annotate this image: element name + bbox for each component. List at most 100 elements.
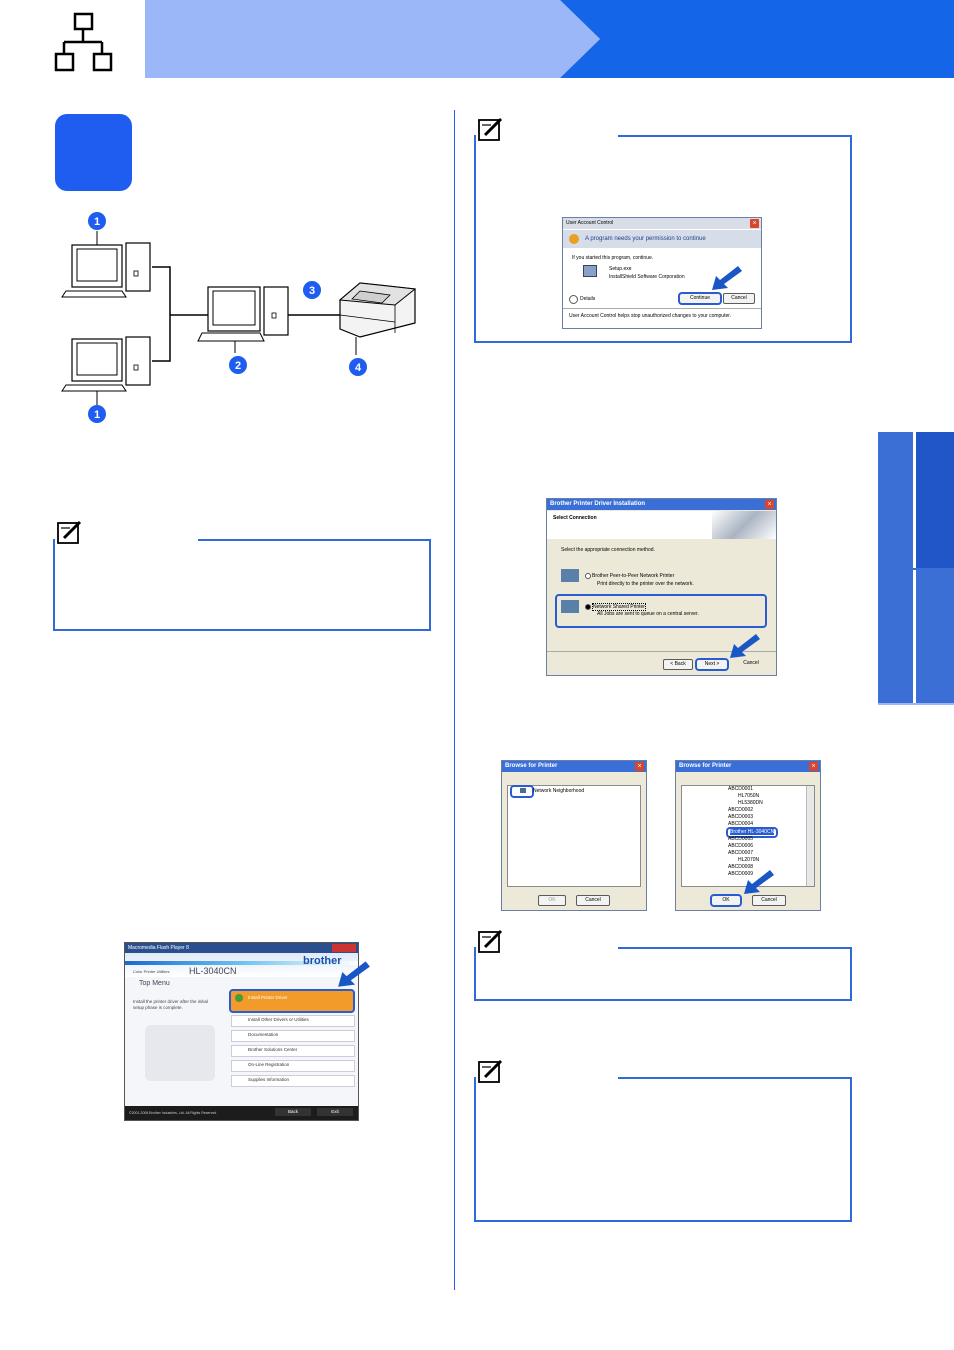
browse2-item-4[interactable]: ABCD0003 <box>728 814 754 820</box>
computer-icon-top <box>61 231 151 298</box>
header-graphic <box>712 511 776 539</box>
note-box-left <box>53 539 431 631</box>
browse2-item-11[interactable]: ABCD0008 <box>728 864 754 870</box>
callout-4-label: 4 <box>355 362 362 374</box>
callout-1-bottom <box>88 405 106 423</box>
ok-button[interactable]: OK <box>710 894 742 907</box>
printer-image <box>145 1025 215 1081</box>
note-box-left-top <box>198 539 429 541</box>
browse2-item-8[interactable]: ABCD0006 <box>728 843 754 849</box>
window-controls[interactable] <box>332 944 356 952</box>
column-divider <box>454 110 455 1290</box>
flash-item-1[interactable]: Install Other Drivers or Utilities <box>248 1017 309 1022</box>
install-opt1-desc: Print directly to the printer over the n… <box>597 581 694 587</box>
close-icon[interactable]: × <box>750 219 759 228</box>
printer-icon <box>338 282 417 355</box>
callout-2 <box>229 356 247 374</box>
network-diagram: 1 2 3 4 1 <box>60 205 430 427</box>
browse2-item-1[interactable]: HL7050N <box>738 793 760 799</box>
header-arrow <box>560 0 600 78</box>
menu-title: Top Menu <box>139 980 170 987</box>
side-tab-line <box>878 703 954 705</box>
browse2-item-2[interactable]: HL5380DN <box>738 800 763 806</box>
browse2-selected-item[interactable]: Brother HL-3040CN <box>726 827 779 838</box>
setup-icon <box>583 265 597 277</box>
uac-publisher: InstallShield Software Corporation <box>609 274 685 280</box>
browse2-item-12[interactable]: ABCD0009 <box>728 871 754 877</box>
server-icon <box>197 286 289 353</box>
network-printer-icon <box>561 569 579 582</box>
cancel-button[interactable]: Cancel <box>743 660 759 666</box>
note-icon <box>477 1059 505 1085</box>
close-icon[interactable]: × <box>635 762 644 771</box>
install-opt1[interactable]: Brother Peer-to-Peer Network Printer <box>592 573 675 579</box>
note-icon <box>56 520 84 546</box>
callout-1-bottom-label: 1 <box>94 409 100 421</box>
note-box-right-1-top <box>618 135 850 137</box>
browse2-item-3[interactable]: ABCD0002 <box>728 807 754 813</box>
close-icon[interactable]: × <box>765 500 774 509</box>
model-name: HL-3040CN <box>189 966 237 976</box>
cancel-button[interactable]: Cancel <box>752 895 786 906</box>
flash-window: Macromedia Flash Player 8 brother Color … <box>124 942 359 1121</box>
flash-title: Macromedia Flash Player 8 <box>125 943 358 953</box>
browse2-item-7[interactable]: ABCD0005 <box>728 836 754 840</box>
copyright: ©2001-2008 Brother Industries, Ltd. All … <box>129 1111 218 1115</box>
cancel-button[interactable]: Cancel <box>576 895 610 906</box>
flash-item-3[interactable]: Brother Solutions Center <box>248 1047 298 1052</box>
cancel-button[interactable]: Cancel <box>723 293 755 304</box>
back-button[interactable]: Back <box>275 1108 311 1116</box>
flash-item-row-1[interactable] <box>231 1015 355 1027</box>
shared-printer-icon <box>561 600 579 613</box>
brand-logo: brother <box>303 955 342 967</box>
browse2-title: Browse for Printer <box>676 761 820 772</box>
flash-item-0[interactable]: Install Printer Driver <box>248 995 288 1000</box>
callout-3 <box>303 281 321 299</box>
callout-2-label: 2 <box>235 360 241 372</box>
install-title: Brother Printer Driver Installation <box>547 499 776 510</box>
browse2-item-9[interactable]: ABCD0007 <box>728 850 754 856</box>
product-prefix: Color Printer Utilities <box>133 969 170 974</box>
install-opt2-desc: All Jobs are sent to queue on a central … <box>597 611 699 617</box>
install-driver-icon <box>235 994 243 1002</box>
header-band-dark <box>560 0 954 78</box>
exit-button[interactable]: Exit <box>317 1108 353 1116</box>
side-tab-inactive <box>913 570 954 704</box>
close-icon[interactable]: × <box>809 762 818 771</box>
browse2-item-5[interactable]: ABCD0004 <box>728 821 754 825</box>
details-link[interactable]: Details <box>580 296 596 302</box>
flash-item-5[interactable]: Supplies Information <box>248 1077 290 1082</box>
flash-item-4[interactable]: On-Line Registration <box>248 1062 290 1067</box>
note-box-right-3 <box>474 1077 852 1222</box>
browse-dialog-1: Browse for Printer × Network Neighborhoo… <box>501 760 647 911</box>
ok-button[interactable]: OK <box>538 895 566 906</box>
browse1-item[interactable]: Network Neighborhood <box>533 788 585 794</box>
flash-item-2[interactable]: Documentation <box>248 1032 279 1037</box>
install-prompt: Select the appropriate connection method… <box>561 547 655 553</box>
scrollbar[interactable] <box>806 786 814 886</box>
flash-item-row-2[interactable] <box>231 1030 355 1042</box>
callout-1-top-label: 1 <box>94 216 100 228</box>
install-dialog: Brother Printer Driver Installation × Se… <box>546 498 777 676</box>
flash-item-row-4[interactable] <box>231 1060 355 1072</box>
install-opt2[interactable]: Network Shared Printer <box>592 603 646 611</box>
chevron-down-icon[interactable] <box>569 295 578 304</box>
network-icon <box>52 12 116 74</box>
note-box-right-3-top <box>618 1077 850 1079</box>
back-button[interactable]: < Back <box>663 659 693 670</box>
pointer-arrow-icon <box>730 634 760 658</box>
note-box-right-1 <box>474 135 852 343</box>
pointer-arrow-icon <box>712 266 742 290</box>
step-badge <box>55 114 132 191</box>
flash-item-row-5[interactable] <box>231 1075 355 1087</box>
continue-button[interactable]: Continue <box>678 292 722 305</box>
flash-item-row-3[interactable] <box>231 1045 355 1057</box>
callout-3-label: 3 <box>309 285 315 297</box>
shared-radio[interactable] <box>585 604 591 610</box>
browse2-item-10[interactable]: HL2070N <box>738 857 760 863</box>
browse2-item-0[interactable]: ABCD0001 <box>728 786 754 792</box>
next-button[interactable]: Next > <box>695 658 729 671</box>
uac-footer: User Account Control helps stop unauthor… <box>569 313 732 319</box>
peer-radio[interactable] <box>585 573 591 579</box>
browse1-title: Browse for Printer <box>502 761 646 772</box>
